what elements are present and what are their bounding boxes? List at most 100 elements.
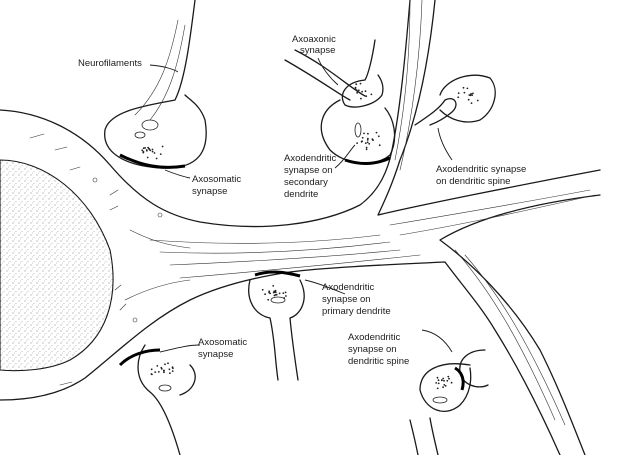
vesicle-dot (356, 142, 358, 145)
synaptic-vesicles (141, 82, 479, 390)
vesicle-dot (355, 89, 358, 92)
vesicle-dot (144, 147, 147, 149)
vesicle-dot (268, 290, 271, 293)
axosomatic-synapse-bottom (118, 344, 196, 455)
label-axosomatic-top-l1: Axosomatic (192, 174, 241, 185)
vesicle-dot (366, 139, 369, 141)
vesicle-dot (375, 131, 378, 134)
vesicle-dot (278, 292, 281, 295)
label-axodendritic-secondary-l3: secondary (284, 177, 328, 188)
vesicle-dot (149, 149, 152, 152)
nucleus (0, 159, 114, 372)
vesicle-dot (163, 371, 165, 374)
vesicle-dot (443, 379, 445, 382)
vesicle-dot (285, 295, 287, 297)
vesicle-dot (272, 291, 275, 294)
label-axoaxonic-l1: Axoaxonic (292, 34, 336, 45)
vesicle-dot (476, 99, 479, 102)
vesicle-dot (361, 136, 364, 139)
neuron-body (0, 0, 601, 455)
vesicle-dot (364, 90, 367, 93)
vesicle-dot (146, 149, 148, 152)
vesicle-dot (171, 370, 174, 372)
vesicle-dot (154, 371, 157, 373)
vesicle-dot (443, 384, 446, 386)
vesicle-dot (163, 369, 165, 372)
vesicle-dot (272, 285, 275, 287)
vesicle-dot (363, 132, 365, 135)
vesicle-dot (450, 381, 453, 384)
label-axodendritic-secondary-l4: dendrite (284, 189, 318, 200)
vesicle-dot (442, 386, 444, 389)
vesicle-dot (142, 151, 145, 154)
vesicle-dot (444, 385, 447, 387)
vesicle-dot (164, 363, 166, 366)
vesicle-dot (273, 294, 276, 297)
vesicle-dot (471, 94, 473, 97)
label-primary-l3: primary dendrite (322, 306, 391, 317)
vesicle-dot (267, 298, 270, 301)
vesicle-dot (442, 377, 445, 380)
vesicle-dot (365, 95, 368, 98)
vesicle-dot (367, 132, 369, 135)
vesicle-dot (160, 368, 163, 370)
vesicle-dot (171, 366, 174, 369)
vesicle-dot (150, 373, 153, 375)
vesicle-dot (447, 375, 450, 378)
vesicle-dot (274, 291, 277, 294)
vesicle-dot (364, 142, 367, 145)
vesicle-dot (436, 376, 439, 379)
vesicle-dot (153, 152, 156, 154)
vesicle-dot (446, 379, 449, 382)
vesicle-dot (355, 83, 358, 86)
label-axosomatic-top-l2: synapse (192, 186, 227, 197)
vesicle-dot (470, 92, 472, 95)
vesicle-dot (167, 362, 169, 365)
label-axosomatic-bottom-l2: synapse (198, 349, 233, 360)
vesicle-dot (161, 145, 164, 148)
axodendritic-synapse-spine-top (414, 74, 496, 126)
axoaxonic-synapse (284, 39, 384, 108)
vesicle-dot (448, 377, 450, 380)
vesicle-dot (377, 135, 380, 138)
vesicle-dot (156, 365, 159, 367)
vesicle-dot (435, 382, 438, 384)
vesicle-dot (146, 156, 149, 159)
vesicle-dot (269, 292, 271, 295)
vesicle-dot (437, 379, 440, 382)
label-spine-top-l2: on dendritic spine (436, 176, 510, 187)
label-pointers (149, 57, 453, 353)
label-axoaxonic-l2: synapse (300, 45, 335, 56)
label-spine-bottom-l1: Axodendritic (348, 332, 401, 343)
vesicle-dot (151, 148, 154, 151)
vesicle-dot (457, 92, 460, 94)
vesicle-dot (378, 144, 381, 147)
label-primary-l2: synapse on (322, 294, 371, 305)
vesicle-dot (365, 148, 368, 151)
vesicle-dot (462, 86, 465, 89)
vesicle-dot (283, 297, 286, 299)
vesicle-dot (147, 146, 150, 149)
vesicle-dot (142, 147, 145, 150)
label-axosomatic-bottom-l1: Axosomatic (198, 337, 247, 348)
vesicle-dot (357, 89, 360, 92)
vesicle-dot (463, 91, 466, 94)
vesicle-dot (472, 92, 474, 95)
vesicle-dot (470, 102, 473, 104)
vesicle-dot (354, 88, 357, 90)
vesicle-dot (151, 150, 154, 153)
soma-organelles (29, 133, 163, 386)
vesicle-dot (264, 293, 266, 296)
filament-streaks (124, 0, 596, 426)
vesicle-dot (457, 96, 460, 99)
vesicle-dot (361, 140, 363, 143)
axosomatic-synapse-top (104, 0, 207, 169)
vesicle-dot (365, 146, 368, 149)
axodendritic-synapse-spine-bottom (409, 349, 489, 455)
vesicle-dot (356, 91, 358, 94)
vesicle-dot (159, 153, 162, 156)
vesicle-dot (466, 87, 469, 90)
label-spine-bottom-l2: synapse on (348, 344, 397, 355)
vesicle-dot (360, 97, 362, 100)
